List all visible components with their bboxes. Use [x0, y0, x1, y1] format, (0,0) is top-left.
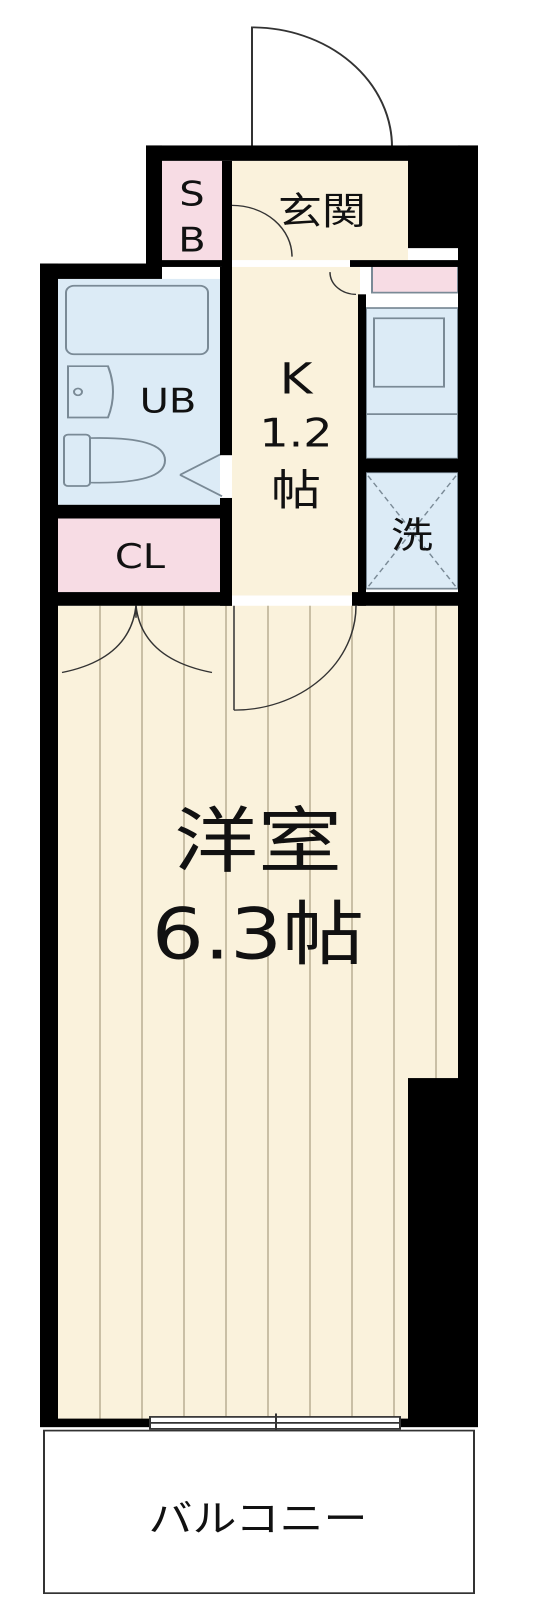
closet-floor — [58, 518, 220, 593]
shoe-box — [371, 264, 459, 294]
kitchen-sink — [366, 317, 458, 415]
entrance-label: 玄関 — [278, 189, 366, 233]
storage-label-s: S — [179, 173, 204, 213]
room-door — [233, 605, 357, 711]
closet-label: CL — [115, 536, 165, 576]
balcony-label: バルコニー — [148, 1497, 367, 1541]
storage-floor — [162, 160, 222, 261]
washbasin — [67, 365, 114, 419]
toilet — [63, 433, 167, 487]
laundry-label: 洗 — [391, 515, 433, 556]
kitchen-label-k: K — [280, 354, 314, 404]
balcony-box: バルコニー — [43, 1429, 475, 1595]
storage-label-b: B — [178, 219, 205, 259]
bath-label: UB — [140, 380, 197, 420]
western-room-label: 洋室 — [174, 800, 342, 884]
entrance-inner-door — [231, 204, 357, 295]
bathtub — [65, 284, 209, 356]
kitchen-label-size: 1.2 — [259, 411, 332, 457]
entrance-floor — [232, 160, 408, 261]
laundry-cross — [367, 475, 457, 588]
kitchen-floor — [232, 266, 360, 596]
western-room-floor — [58, 605, 460, 1421]
closet-doors — [61, 605, 213, 674]
balcony-window — [149, 1413, 401, 1433]
entrance-door — [251, 26, 394, 149]
western-room-size: 6.3帖 — [152, 893, 364, 975]
bath-door — [179, 452, 223, 497]
kitchen-label-unit: 帖 — [271, 465, 321, 515]
walls — [40, 145, 478, 1428]
